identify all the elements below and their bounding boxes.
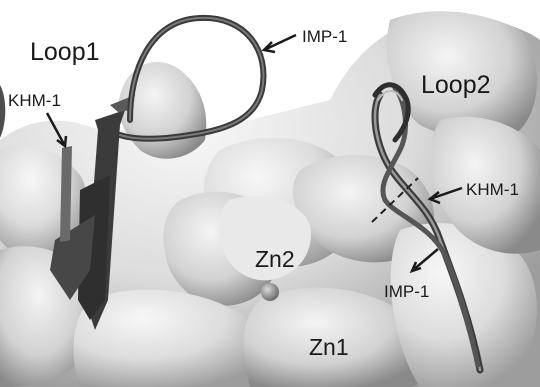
label-imp1-top: IMP-1 [302,28,347,45]
label-imp1-bottom: IMP-1 [384,283,429,300]
label-zn2: Zn2 [255,248,295,271]
label-khm1-left: KHM-1 [8,92,61,109]
label-khm1-right: KHM-1 [466,181,519,198]
label-loop2: Loop2 [421,73,491,98]
zinc-sphere [261,283,279,301]
label-zn1: Zn1 [309,336,349,359]
label-loop1: Loop1 [30,40,100,65]
